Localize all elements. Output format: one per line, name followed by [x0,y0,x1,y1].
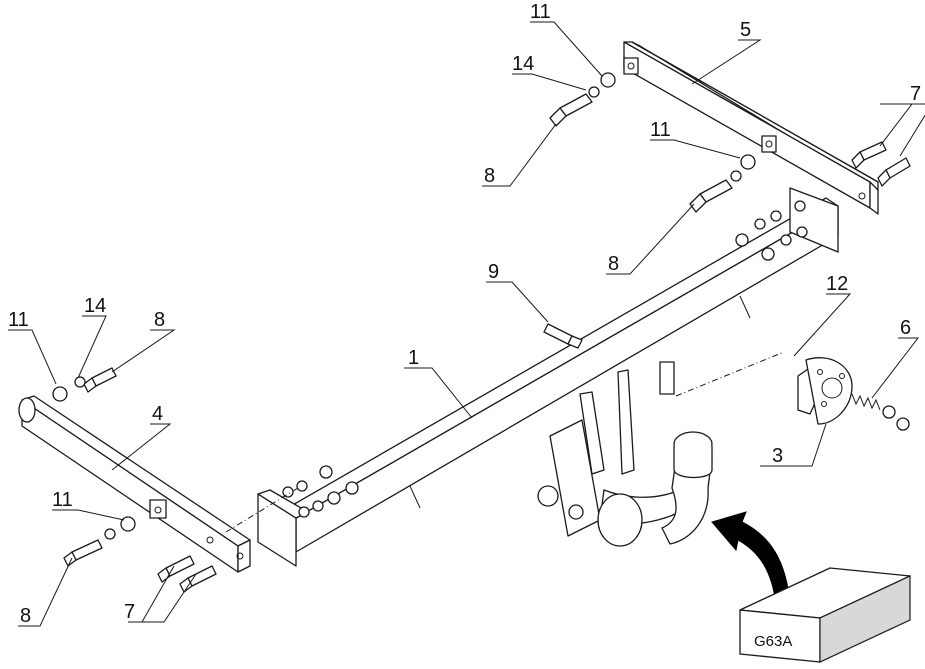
callout-11-left-bottom: 11 [52,489,73,511]
side-bracket-right [623,41,879,215]
callout-6: 6 [900,317,911,339]
callout-3: 3 [772,445,783,467]
kit-box: G63A [739,567,911,663]
callout-8-upper: 8 [484,165,495,187]
callout-8-middle: 8 [608,253,619,275]
callout-1: 1 [408,347,419,369]
spring [851,393,910,431]
callout-4: 4 [152,403,163,425]
callout-8-left-bottom: 8 [20,605,31,627]
curved-arrow [711,511,791,605]
callout-labels: 1 3 4 5 6 7 7 8 8 8 8 9 11 11 11 11 12 1… [8,1,921,627]
socket-plate [797,357,853,425]
callout-14-left: 14 [84,295,106,317]
callout-8-left-top: 8 [154,309,165,331]
callout-12: 12 [826,273,848,295]
callout-5: 5 [740,19,751,41]
callout-11-upper-middle: 11 [650,119,671,141]
bolts-left [52,323,583,593]
callout-7-right: 7 [910,83,921,105]
main-crossbar [257,187,839,567]
kit-box-label: G63A [754,633,792,650]
leader-lines [8,21,925,627]
tow-ball-assembly [537,369,713,547]
bolts-right-upper [549,72,911,213]
assembly-center-lines [225,351,785,533]
crossbar-fasteners-left [282,465,359,518]
callout-9: 9 [488,261,499,283]
callout-7-left: 7 [124,601,135,623]
crossbar-fasteners-right [735,200,808,261]
callout-14-top: 14 [512,53,534,75]
callout-11-left: 11 [8,309,29,331]
side-bracket-left [18,395,251,573]
callout-11-top: 11 [530,1,551,23]
